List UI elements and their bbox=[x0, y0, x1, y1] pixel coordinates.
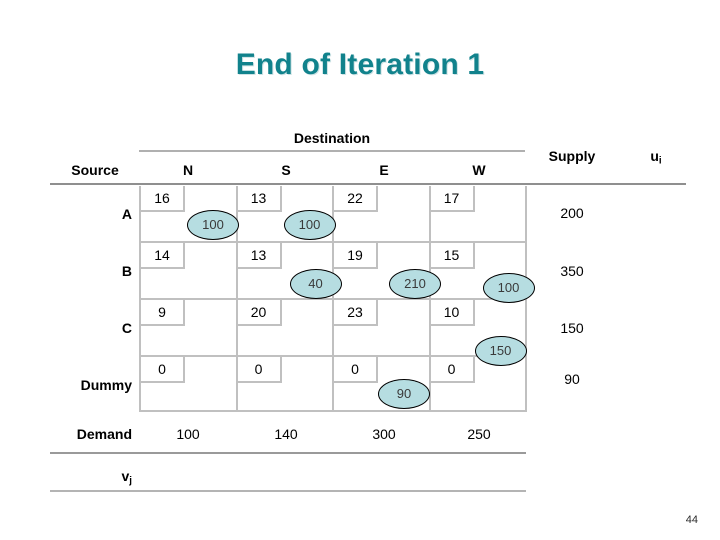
cost-c-w: 10 bbox=[430, 300, 475, 326]
cost-a-w: 17 bbox=[430, 186, 475, 212]
cell-c-n[interactable]: 9 bbox=[141, 300, 238, 357]
supply-header: Supply bbox=[548, 148, 596, 164]
allocation-b-s: 40 bbox=[289, 269, 342, 299]
row-label-c: C bbox=[121, 320, 132, 336]
cell-a-e[interactable]: 22 bbox=[334, 186, 431, 243]
cell-a-s[interactable]: 13 100 bbox=[237, 186, 336, 243]
header-divider bbox=[50, 183, 686, 185]
allocation-a-n: 100 bbox=[187, 210, 239, 240]
cell-c-w[interactable]: 10 150 bbox=[430, 300, 527, 366]
cost-c-n: 9 bbox=[141, 300, 185, 326]
cell-a-n[interactable]: 16 100 bbox=[141, 186, 239, 243]
bottom-divider bbox=[50, 490, 526, 492]
cell-dummy-s[interactable]: 0 bbox=[237, 357, 334, 412]
cell-b-n[interactable]: 14 bbox=[141, 243, 238, 300]
cost-dummy-n: 0 bbox=[141, 357, 185, 383]
demand-value-n: 100 bbox=[176, 426, 200, 442]
demand-divider bbox=[50, 452, 526, 454]
row-label-dummy: Dummy bbox=[80, 377, 132, 393]
cost-b-w: 15 bbox=[430, 243, 475, 269]
cost-b-n: 14 bbox=[141, 243, 185, 269]
allocation-c-w: 150 bbox=[474, 336, 527, 366]
column-header-s: S bbox=[281, 162, 291, 178]
cost-b-s: 13 bbox=[237, 243, 282, 269]
cell-dummy-e[interactable]: 0 90 bbox=[334, 357, 431, 412]
source-header: Source bbox=[71, 162, 119, 178]
column-header-w: W bbox=[472, 162, 486, 178]
row-label-b: B bbox=[121, 263, 132, 279]
table-row: 14 13 40 19 210 15 100 bbox=[141, 243, 535, 303]
cell-c-s[interactable]: 20 bbox=[237, 300, 334, 357]
allocation-a-s: 100 bbox=[283, 210, 336, 240]
allocation-b-w: 100 bbox=[482, 273, 535, 303]
column-header-n: N bbox=[182, 162, 194, 178]
supply-value-a: 200 bbox=[560, 205, 584, 221]
supply-value-c: 150 bbox=[560, 320, 584, 336]
cost-a-s: 13 bbox=[237, 186, 282, 212]
allocation-dummy-e: 90 bbox=[378, 379, 430, 409]
cost-dummy-s: 0 bbox=[237, 357, 282, 383]
column-header-e: E bbox=[379, 162, 389, 178]
ui-header-base: u bbox=[650, 148, 659, 164]
cost-dummy-e: 0 bbox=[334, 357, 378, 383]
cost-c-s: 20 bbox=[237, 300, 282, 326]
cell-dummy-w[interactable]: 0 bbox=[430, 357, 527, 412]
cell-b-w[interactable]: 15 100 bbox=[430, 243, 535, 303]
cell-dummy-n[interactable]: 0 bbox=[141, 357, 238, 412]
demand-value-s: 140 bbox=[274, 426, 298, 442]
cost-a-n: 16 bbox=[141, 186, 185, 212]
cost-b-e: 19 bbox=[334, 243, 378, 269]
demand-label: Demand bbox=[76, 426, 132, 442]
row-label-a: A bbox=[121, 206, 132, 222]
supply-value-b: 350 bbox=[560, 263, 584, 279]
table-row: 9 20 23 10 150 bbox=[141, 300, 527, 366]
ui-header: ui bbox=[626, 148, 686, 166]
table-row: 16 100 13 100 22 17 bbox=[141, 186, 527, 243]
cost-a-e: 22 bbox=[334, 186, 378, 212]
cell-b-e[interactable]: 19 210 bbox=[334, 243, 441, 300]
vj-label-subscript: j bbox=[129, 475, 132, 487]
cost-dummy-w: 0 bbox=[430, 357, 475, 383]
cost-c-e: 23 bbox=[334, 300, 378, 326]
page-number: 44 bbox=[685, 514, 698, 526]
ui-header-subscript: i bbox=[658, 155, 662, 167]
demand-value-e: 300 bbox=[372, 426, 396, 442]
cell-b-s[interactable]: 13 40 bbox=[237, 243, 342, 300]
page-title: End of Iteration 1 bbox=[235, 48, 485, 81]
table-row: 0 0 0 90 0 bbox=[141, 357, 527, 412]
allocation-b-e: 210 bbox=[389, 269, 441, 299]
supply-value-dummy: 90 bbox=[564, 371, 580, 387]
cell-c-e[interactable]: 23 bbox=[334, 300, 431, 357]
cost-allocation-grid: 16 100 13 100 22 17 14 13 40 19 bbox=[139, 186, 535, 412]
destination-header: Destination bbox=[293, 130, 371, 146]
vj-label: vj bbox=[40, 468, 132, 486]
vj-label-base: v bbox=[121, 468, 130, 484]
cell-a-w[interactable]: 17 bbox=[430, 186, 527, 243]
demand-value-w: 250 bbox=[467, 426, 491, 442]
destination-underline bbox=[139, 150, 525, 152]
